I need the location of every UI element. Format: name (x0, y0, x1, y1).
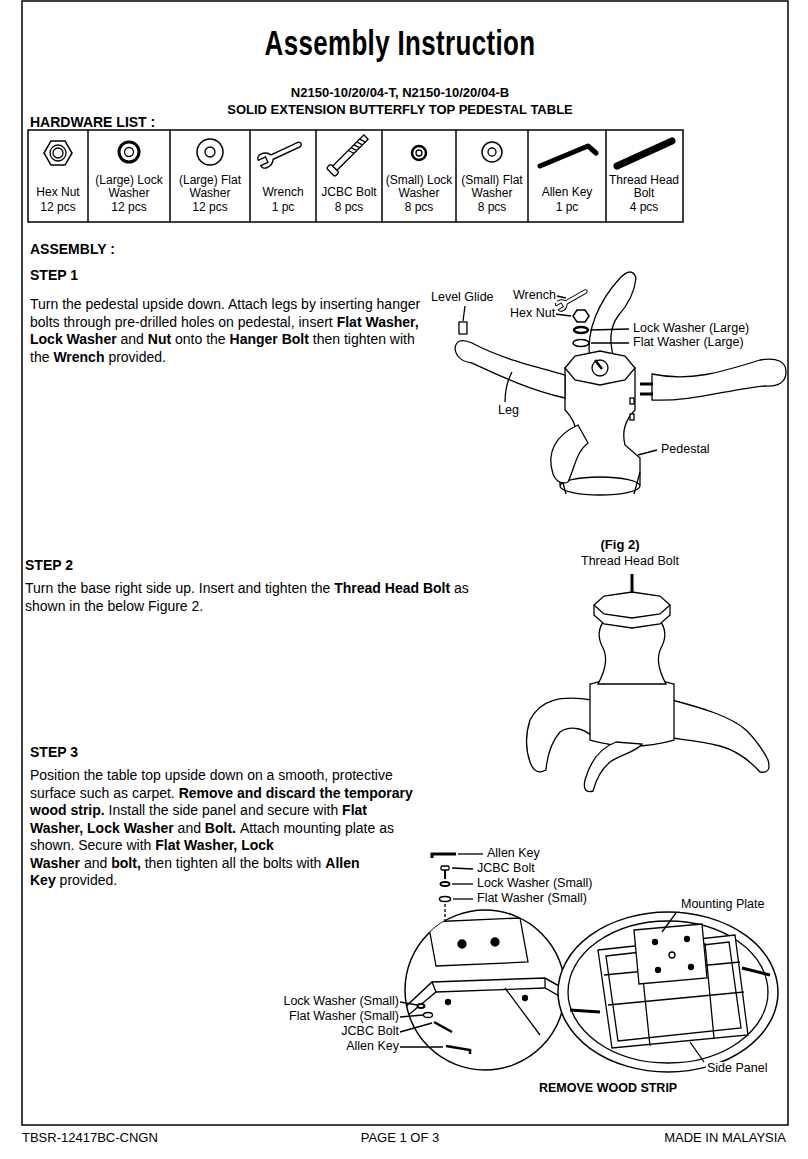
part-callout: Hex Nut (509, 307, 556, 321)
hardware-icons (44, 133, 672, 177)
step-text-run: Turn the base right side up. Insert and … (25, 580, 330, 596)
base-figure (527, 574, 770, 792)
part-count: 8 pcs (317, 201, 381, 214)
step-heading: STEP 3 (30, 745, 78, 760)
step-text: Turn the pedestal upside down. Attach le… (30, 296, 422, 366)
step-text-run: and (84, 855, 107, 871)
step-text-run: and (121, 331, 144, 347)
part-callout: Flat Washer (Small) (476, 892, 588, 906)
figure-label: (Fig 2) (580, 538, 660, 552)
part-callout: Lock Washer (Small) (248, 995, 400, 1009)
page-number: PAGE 1 OF 3 (300, 1131, 500, 1145)
step-text: Position the table top upside down on a … (30, 767, 415, 890)
step-text-run: then tighten all the bolts with (145, 855, 322, 871)
part-name: (Small) Lock Washer (383, 174, 455, 200)
part-callout: Level Glide (430, 291, 495, 305)
part-count: 12 pcs (173, 201, 247, 214)
part-callout: Flat Washer (Large) (632, 336, 745, 350)
part-name: (Large) Flat Washer (173, 174, 247, 200)
part-callout: Thread Head Bolt (580, 555, 680, 569)
product-name: SOLID EXTENSION BUTTERFLY TOP PEDESTAL T… (120, 103, 680, 117)
part-callout: Flat Washer (Small) (248, 1010, 400, 1024)
step-text-run: Hanger Bolt (230, 331, 309, 347)
step-text-run: Wrench (53, 349, 104, 365)
step-text-run: provided. (60, 872, 118, 888)
note: REMOVE WOOD STRIP (538, 1082, 678, 1096)
section-heading: ASSEMBLY : (30, 242, 115, 257)
part-name: Hex Nut (30, 186, 86, 199)
part-callout: Pedestal (660, 443, 711, 457)
step-text-run: Install the side panel and secure with (109, 802, 339, 818)
part-callout: Mounting Plate (680, 898, 765, 912)
part-callout: JCBC Bolt (248, 1025, 400, 1039)
step-text-run: provided. (108, 349, 166, 365)
page-frame (22, 1, 788, 1125)
step-text: Turn the base right side up. Insert and … (25, 580, 470, 615)
part-count: 12 pcs (30, 201, 86, 214)
step-text-run: Thread Head Bolt (334, 580, 450, 596)
part-count: 12 pcs (91, 201, 167, 214)
part-callout: Wrench (512, 289, 557, 303)
pedestal-figure (455, 272, 786, 495)
footer-origin: MADE IN MALAYSIA (536, 1131, 786, 1145)
footer-code: TBSR-12417BC-CNGN (22, 1131, 158, 1145)
step-text-run: Bolt. (205, 820, 236, 836)
part-callout: JCBC Bolt (476, 862, 536, 876)
page-title: Assembly Instruction (252, 24, 548, 63)
step-heading: STEP 1 (30, 268, 78, 283)
part-name: Wrench (252, 186, 314, 199)
step-text-run: bolt, (111, 855, 141, 871)
part-callout: Lock Washer (Large) (632, 322, 750, 336)
step-heading: STEP 2 (25, 558, 73, 573)
magnified-view (400, 910, 575, 1070)
step-text-run: onto the (175, 331, 226, 347)
part-count: 1 pc (530, 201, 604, 214)
part-name: (Large) Lock Washer (91, 174, 167, 200)
part-callout: Lock Washer (Small) (476, 877, 594, 891)
part-name: Thread Head Bolt (607, 174, 681, 200)
part-count: 4 pcs (607, 201, 681, 214)
part-count: 8 pcs (457, 201, 527, 214)
part-callout: Leg (497, 404, 520, 418)
part-count: 1 pc (252, 201, 314, 214)
leader-lines (463, 296, 657, 455)
hardware-table (28, 130, 683, 222)
part-count: 8 pcs (383, 201, 455, 214)
part-name: Allen Key (530, 186, 604, 199)
part-callout: Allen Key (486, 847, 541, 861)
step-text-run: and (178, 820, 201, 836)
part-callout: Allen Key (248, 1040, 400, 1054)
part-callout: Side Panel (706, 1062, 768, 1076)
section-heading: HARDWARE LIST : (30, 115, 155, 130)
part-name: JCBC Bolt (317, 186, 381, 199)
step-text-run: Nut (148, 331, 171, 347)
table-top-figure (558, 912, 778, 1072)
part-name: (Small) Flat Washer (457, 174, 527, 200)
model-number: N2150-10/20/04-T, N2150-10/20/04-B (120, 86, 680, 100)
